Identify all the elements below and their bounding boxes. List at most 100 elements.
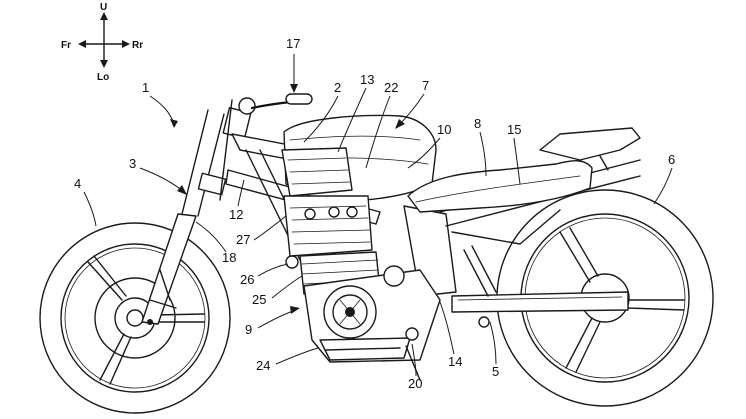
leader-arrowhead bbox=[170, 119, 178, 128]
ref-numeral-15: 15 bbox=[507, 122, 521, 137]
leader-arrowhead bbox=[290, 306, 300, 314]
airbox-ribs bbox=[287, 157, 351, 185]
leader-line-12 bbox=[237, 179, 245, 207]
ref-numeral-26: 26 bbox=[240, 272, 254, 287]
front-tire-outer bbox=[39, 222, 231, 414]
ref-numeral-8: 8 bbox=[474, 116, 481, 131]
ref-numeral-27: 27 bbox=[236, 232, 250, 247]
leader-line-2 bbox=[303, 95, 339, 143]
ref-numeral-5: 5 bbox=[492, 364, 499, 379]
ref-numeral-24: 24 bbox=[256, 358, 270, 373]
clutch-cover-cross bbox=[339, 299, 361, 325]
tail-light-bracket bbox=[599, 155, 609, 171]
engine-mount-bolt bbox=[285, 255, 299, 269]
direction-indicator: U Fr Rr Lo bbox=[61, 2, 143, 83]
head-bolt bbox=[346, 206, 358, 218]
cylinder-fins bbox=[289, 205, 371, 245]
swingarm-edge-line bbox=[457, 296, 623, 301]
leader-line-14 bbox=[439, 301, 455, 355]
leader-line-10 bbox=[407, 137, 441, 169]
direction-rear-label: Rr bbox=[132, 40, 143, 51]
cylinder-head bbox=[283, 195, 373, 257]
leader-line-8 bbox=[479, 131, 487, 177]
leader-line-27 bbox=[253, 215, 287, 241]
fork-brake-caliper bbox=[149, 269, 177, 309]
engine bbox=[283, 195, 441, 381]
ref-numeral-1: 1 bbox=[142, 80, 149, 95]
rear-spoke bbox=[559, 227, 599, 283]
rear-spoke bbox=[565, 317, 601, 373]
ref-numeral-10: 10 bbox=[437, 122, 451, 137]
tank-area bbox=[281, 114, 437, 202]
ref-numeral-4: 4 bbox=[74, 176, 81, 191]
starter-motor bbox=[383, 265, 405, 287]
leader-line-25 bbox=[271, 275, 303, 299]
ref-numeral-20: 20 bbox=[408, 376, 422, 391]
tail-cowl bbox=[539, 127, 641, 161]
lower-triple-clamp bbox=[197, 172, 227, 196]
steering-stem bbox=[219, 99, 233, 201]
arrowhead-front bbox=[78, 40, 86, 48]
ref-numeral-6: 6 bbox=[668, 152, 675, 167]
front-brake-disc bbox=[94, 277, 176, 359]
swingarm-body bbox=[451, 291, 629, 313]
front-rim bbox=[64, 247, 206, 389]
arrowhead-rear bbox=[122, 40, 130, 48]
drive-sprocket bbox=[405, 327, 419, 341]
head-bolt bbox=[328, 206, 340, 218]
front-tire-inner bbox=[60, 243, 210, 393]
head-bolt bbox=[304, 208, 316, 220]
clutch-cover-inner bbox=[332, 294, 368, 330]
front-fork-assembly bbox=[141, 93, 313, 325]
arrowhead-up bbox=[100, 12, 108, 20]
direction-low-label: Lo bbox=[97, 72, 109, 83]
front-spoke bbox=[87, 255, 127, 301]
front-spoke bbox=[99, 333, 132, 385]
arrowhead-down bbox=[100, 60, 108, 68]
rider-seat bbox=[407, 160, 593, 213]
rear-spoke bbox=[627, 299, 685, 311]
rear-suspension bbox=[463, 245, 497, 328]
ref-numeral-12: 12 bbox=[229, 207, 243, 222]
ref-numeral-25: 25 bbox=[252, 292, 266, 307]
linkage-pivot bbox=[478, 316, 490, 328]
steering-head-cap bbox=[238, 97, 256, 115]
fork-axle-bolt bbox=[147, 319, 153, 325]
sub-frame-strut bbox=[451, 209, 561, 245]
exhaust-header bbox=[405, 345, 421, 381]
leader-arrowhead bbox=[290, 84, 298, 93]
seat-and-tail bbox=[407, 127, 641, 213]
ref-numeral-7: 7 bbox=[422, 78, 429, 93]
swingarm bbox=[451, 291, 629, 313]
leader-arrowhead bbox=[177, 185, 187, 195]
front-wheel bbox=[39, 222, 231, 414]
ref-numeral-22: 22 bbox=[384, 80, 398, 95]
direction-up-label: U bbox=[100, 2, 107, 13]
oil-pan-seam bbox=[325, 347, 401, 351]
handlebar-grip bbox=[285, 93, 313, 105]
leader-line-13 bbox=[337, 87, 367, 153]
ref-numeral-9: 9 bbox=[245, 322, 252, 337]
leader-line-22 bbox=[365, 95, 391, 169]
leader-line-18 bbox=[195, 221, 227, 253]
tank-contour-line bbox=[289, 135, 421, 141]
leader-line-26 bbox=[257, 263, 289, 277]
front-axle bbox=[126, 309, 144, 327]
leader-line-5 bbox=[489, 321, 497, 365]
leader-line-6 bbox=[653, 167, 673, 205]
ref-numeral-13: 13 bbox=[360, 72, 374, 87]
direction-front-label: Fr bbox=[61, 40, 71, 51]
ref-numeral-17: 17 bbox=[286, 36, 300, 51]
ref-numeral-3: 3 bbox=[129, 156, 136, 171]
leader-line-24 bbox=[275, 347, 319, 365]
front-spoke bbox=[153, 313, 205, 323]
rear-shock bbox=[463, 245, 497, 297]
leader-line-9 bbox=[257, 309, 297, 329]
leader-line-3 bbox=[139, 167, 185, 193]
leader-arrowhead bbox=[395, 119, 405, 129]
ref-numeral-18: 18 bbox=[222, 250, 236, 265]
fork-lower-tube bbox=[141, 213, 197, 325]
leader-line-4 bbox=[83, 191, 97, 227]
